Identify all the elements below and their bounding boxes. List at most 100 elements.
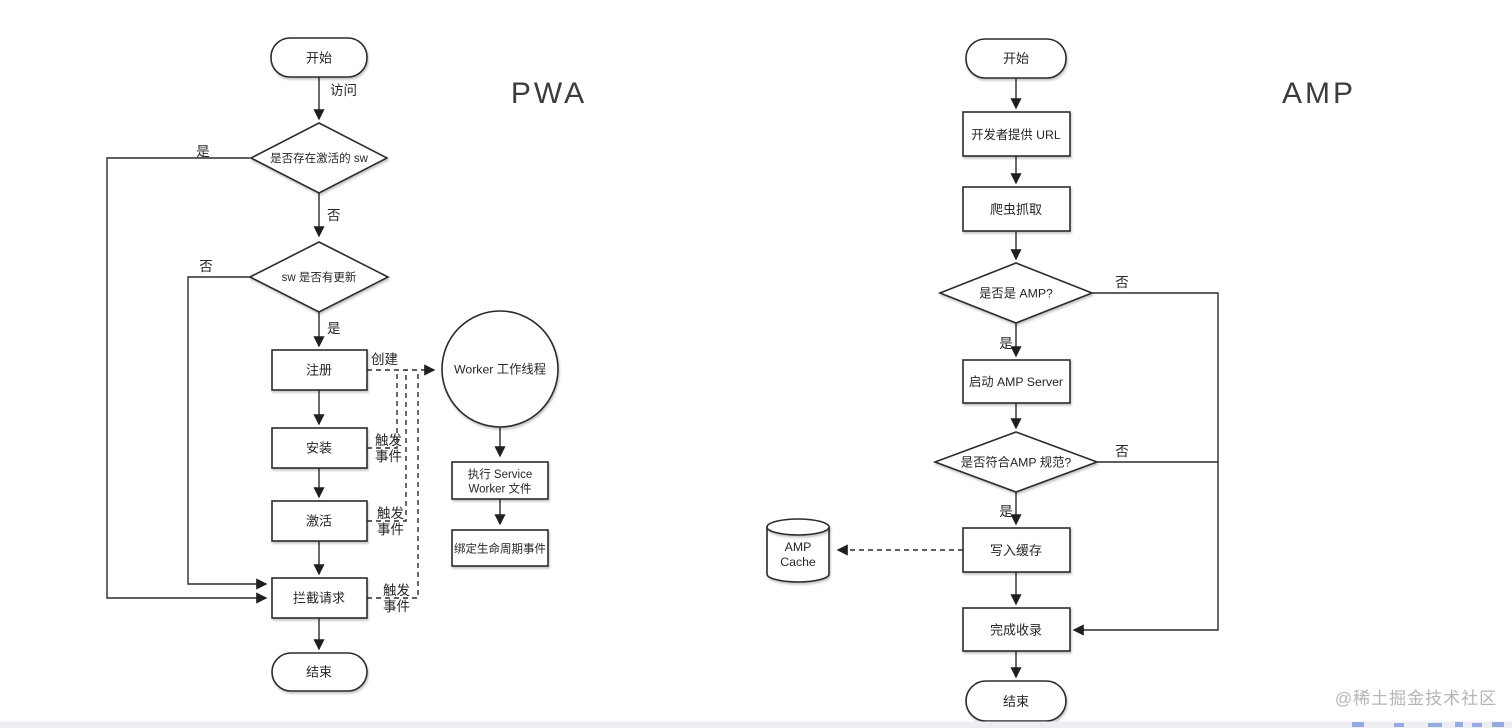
- pwa-intercept-shape: [271, 577, 368, 619]
- cropped-icon-fragment: [1455, 722, 1463, 727]
- pwa-label-no-1: 否: [327, 208, 341, 223]
- pwa-flowchart: PWA 访问 是 否 否 是 创: [106, 37, 587, 692]
- amp-crawl-shape: [962, 186, 1071, 232]
- cropped-icon-fragment: [1352, 722, 1364, 727]
- amp-provide-url-node: 开发者提供 URL: [962, 111, 1071, 157]
- pwa-edge-labels: 访问 是 否 否 是 创建 触发 事件 触发 事件 触发 事件: [196, 83, 410, 614]
- pwa-label-event-1b: 事件: [375, 449, 402, 464]
- pwa-end-shape: [271, 652, 368, 692]
- amp-start-shape: [965, 38, 1067, 79]
- amp-crawl-label: 爬虫抓取: [990, 202, 1042, 217]
- pwa-decision-sw-update: sw 是否有更新: [248, 241, 390, 313]
- pwa-label-yes-2: 是: [327, 321, 341, 336]
- pwa-dashed-activate-trigger: [367, 370, 407, 522]
- amp-start-label: 开始: [1003, 51, 1029, 66]
- pwa-decision-sw-active-shape: [249, 122, 389, 194]
- amp-provide-url-shape: [962, 111, 1071, 157]
- pwa-activate-label: 激活: [306, 514, 332, 529]
- pwa-label-visit: 访问: [330, 83, 357, 98]
- amp-end-node: 结束: [965, 680, 1067, 722]
- pwa-exec-sw-label-line2: Worker 文件: [468, 482, 531, 496]
- pwa-label-trigger-2a: 触发: [377, 506, 404, 521]
- bottom-strip: [0, 721, 1512, 728]
- pwa-bind-lifecycle-node: 绑定生命周期事件: [451, 529, 549, 567]
- pwa-label-event-3b: 事件: [383, 599, 410, 614]
- cropped-icon-fragment: [1428, 723, 1442, 727]
- pwa-worker-thread-node: Worker 工作线程: [441, 310, 559, 428]
- pwa-worker-thread-shape: [441, 310, 559, 428]
- pwa-edge-yes-loop: [106, 157, 268, 604]
- pwa-exec-sw-node: 执行 Service Worker 文件: [451, 461, 549, 500]
- pwa-exec-sw-label-line1: 执行 Service: [468, 467, 533, 481]
- pwa-exec-sw-shape: [451, 461, 549, 500]
- amp-decision-spec: 是否符合AMP 规范?: [932, 431, 1100, 493]
- pwa-install-shape: [271, 427, 368, 469]
- amp-cache-label-line1: AMP: [785, 540, 812, 554]
- pwa-intercept-node: 拦截请求: [271, 577, 368, 619]
- amp-decision-is-amp-shape: [937, 262, 1095, 324]
- amp-label-yes-1: 是: [999, 336, 1013, 351]
- pwa-edge-no-loop: [187, 276, 268, 590]
- amp-start-server-label: 启动 AMP Server: [969, 375, 1063, 389]
- amp-label-no-2: 否: [1115, 444, 1129, 459]
- pwa-start-label: 开始: [306, 51, 332, 66]
- pwa-label-no-2: 否: [199, 259, 213, 274]
- pwa-label-create: 创建: [371, 352, 398, 367]
- amp-cache-label-line2: Cache: [780, 555, 816, 569]
- amp-complete-index-label: 完成收录: [990, 623, 1042, 638]
- amp-start-node: 开始: [965, 38, 1067, 79]
- pwa-intercept-label: 拦截请求: [293, 591, 345, 606]
- pwa-bind-lifecycle-label: 绑定生命周期事件: [454, 542, 546, 556]
- pwa-dashed-edges: [367, 364, 436, 599]
- amp-end-shape: [965, 680, 1067, 722]
- bottom-cropped-ui-strip: [0, 721, 1512, 728]
- amp-write-cache-shape: [962, 527, 1071, 573]
- pwa-flow-edges: [106, 77, 506, 651]
- amp-label-no-1: 否: [1115, 275, 1129, 290]
- amp-decision-is-amp: 是否是 AMP?: [937, 262, 1095, 324]
- pwa-worker-thread-label: Worker 工作线程: [454, 362, 546, 377]
- amp-decision-is-amp-label: 是否是 AMP?: [979, 287, 1053, 301]
- amp-flowchart: AMP 否 是 否 是 开始: [766, 38, 1356, 722]
- pwa-label-trigger-3a: 触发: [383, 583, 410, 598]
- pwa-label-trigger-1a: 触发: [375, 433, 402, 448]
- amp-write-cache-label: 写入缓存: [990, 543, 1042, 558]
- pwa-activate-shape: [271, 500, 368, 542]
- pwa-register-label: 注册: [306, 363, 332, 378]
- pwa-decision-sw-active-label: 是否存在激活的 sw: [270, 151, 368, 165]
- amp-cache-cylinder-top: [766, 518, 830, 536]
- pwa-activate-node: 激活: [271, 500, 368, 542]
- amp-crawl-node: 爬虫抓取: [962, 186, 1071, 232]
- pwa-start-shape: [270, 37, 368, 78]
- pwa-register-node: 注册: [271, 349, 368, 391]
- pwa-register-shape: [271, 349, 368, 391]
- pwa-install-node: 安装: [271, 427, 368, 469]
- bottom-cropped-ui-fragments: [1352, 722, 1504, 727]
- pwa-end-label: 结束: [306, 665, 332, 680]
- pwa-install-label: 安装: [306, 441, 332, 456]
- amp-start-server-node: 启动 AMP Server: [962, 359, 1071, 404]
- amp-title: AMP: [1282, 77, 1356, 110]
- pwa-label-event-2b: 事件: [377, 522, 404, 537]
- amp-complete-index-node: 完成收录: [962, 607, 1071, 652]
- amp-cache-cylinder-body: [766, 526, 830, 583]
- pwa-dashed-intercept-trigger: [367, 370, 419, 599]
- pwa-title: PWA: [511, 77, 587, 110]
- pwa-decision-sw-update-shape: [248, 241, 390, 313]
- amp-end-label: 结束: [1003, 694, 1029, 709]
- cropped-icon-fragment: [1394, 723, 1404, 727]
- amp-edge-labels: 否 是 否 是: [999, 275, 1129, 519]
- watermark: @稀土掘金技术社区: [1335, 689, 1497, 708]
- pwa-dashed-install-trigger: [367, 370, 398, 449]
- amp-write-cache-node: 写入缓存: [962, 527, 1071, 573]
- amp-decision-spec-shape: [932, 431, 1100, 493]
- cropped-icon-fragment: [1492, 722, 1504, 727]
- amp-complete-index-shape: [962, 607, 1071, 652]
- pwa-start-node: 开始: [270, 37, 368, 78]
- amp-flow-edges: [1010, 78, 1219, 679]
- pwa-decision-sw-update-label: sw 是否有更新: [282, 270, 357, 284]
- amp-label-yes-2: 是: [999, 504, 1013, 519]
- cropped-icon-fragment: [1472, 723, 1482, 727]
- amp-decision-spec-label: 是否符合AMP 规范?: [961, 455, 1072, 470]
